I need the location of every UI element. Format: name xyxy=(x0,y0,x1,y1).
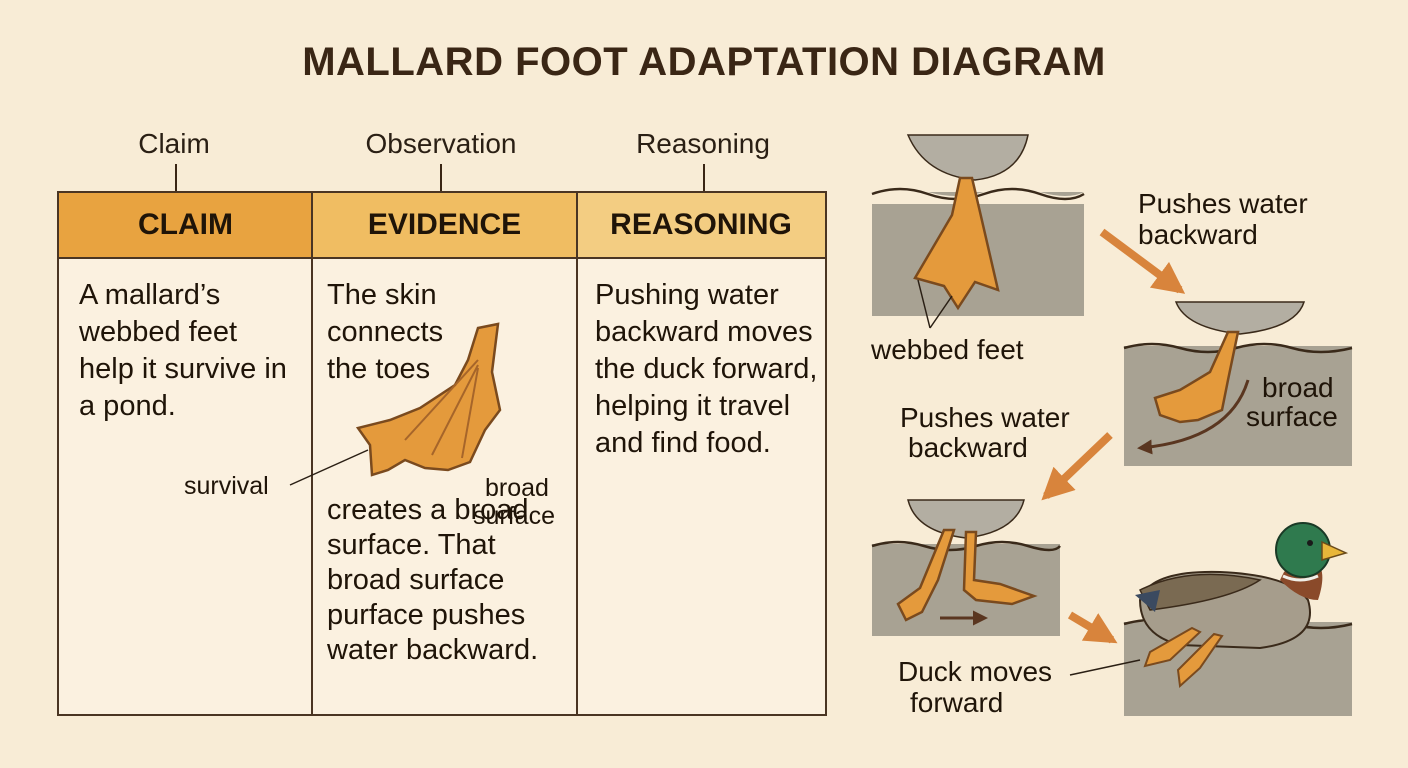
label-broad: broad xyxy=(485,474,549,502)
panel-2 xyxy=(1123,301,1353,466)
divider xyxy=(311,193,313,714)
panel-3 xyxy=(871,499,1061,636)
header-claim: CLAIM xyxy=(59,193,312,259)
cer-table: CLAIM EVIDENCE REASONING A mallard’s web… xyxy=(57,191,827,716)
evidence-top-text: The skin connects the toes xyxy=(327,279,444,385)
label-pushes-water-2b: backward xyxy=(908,432,1028,463)
webbed-foot-illustration xyxy=(355,322,502,477)
claim-text: A mallard’s webbed feet help it survive … xyxy=(79,279,287,422)
divider xyxy=(576,193,578,714)
label-pushes-water-1a: Pushes water xyxy=(1138,188,1308,219)
reasoning-text: Pushing water backward moves the duck fo… xyxy=(595,279,818,459)
label-broad-a: broad xyxy=(1262,372,1334,403)
label-claim: Claim xyxy=(138,128,210,159)
tick-observation xyxy=(440,164,442,194)
leader-survival xyxy=(289,449,369,486)
label-observation: Observation xyxy=(365,128,517,159)
tick-reasoning xyxy=(703,164,705,194)
label-broad-b: surface xyxy=(1246,401,1338,432)
label-pushes-water-2a: Pushes water xyxy=(900,402,1070,433)
panel-4-duck xyxy=(1123,522,1353,716)
label-duck-moves-b: forward xyxy=(910,687,1004,718)
page-title: MALLARD FOOT ADAPTATION DIAGRAM xyxy=(302,40,1106,84)
label-surface: surface xyxy=(473,502,555,530)
arrow-1 xyxy=(1099,228,1186,294)
label-survival: survival xyxy=(184,472,269,500)
arrow-2 xyxy=(1041,432,1113,501)
label-reasoning: Reasoning xyxy=(636,128,770,159)
label-duck-moves-a: Duck moves xyxy=(898,656,1053,687)
label-webbed-feet: webbed feet xyxy=(871,334,1024,365)
header-reasoning: REASONING xyxy=(577,193,825,259)
label-pushes-water-1b: backward xyxy=(1138,219,1258,250)
arrow-3 xyxy=(1067,611,1118,644)
evidence-bottom-text: creates a broad surface. That broad surf… xyxy=(327,494,539,666)
panel-1 xyxy=(871,134,1085,316)
header-evidence: EVIDENCE xyxy=(312,193,577,259)
tick-claim xyxy=(175,164,177,194)
